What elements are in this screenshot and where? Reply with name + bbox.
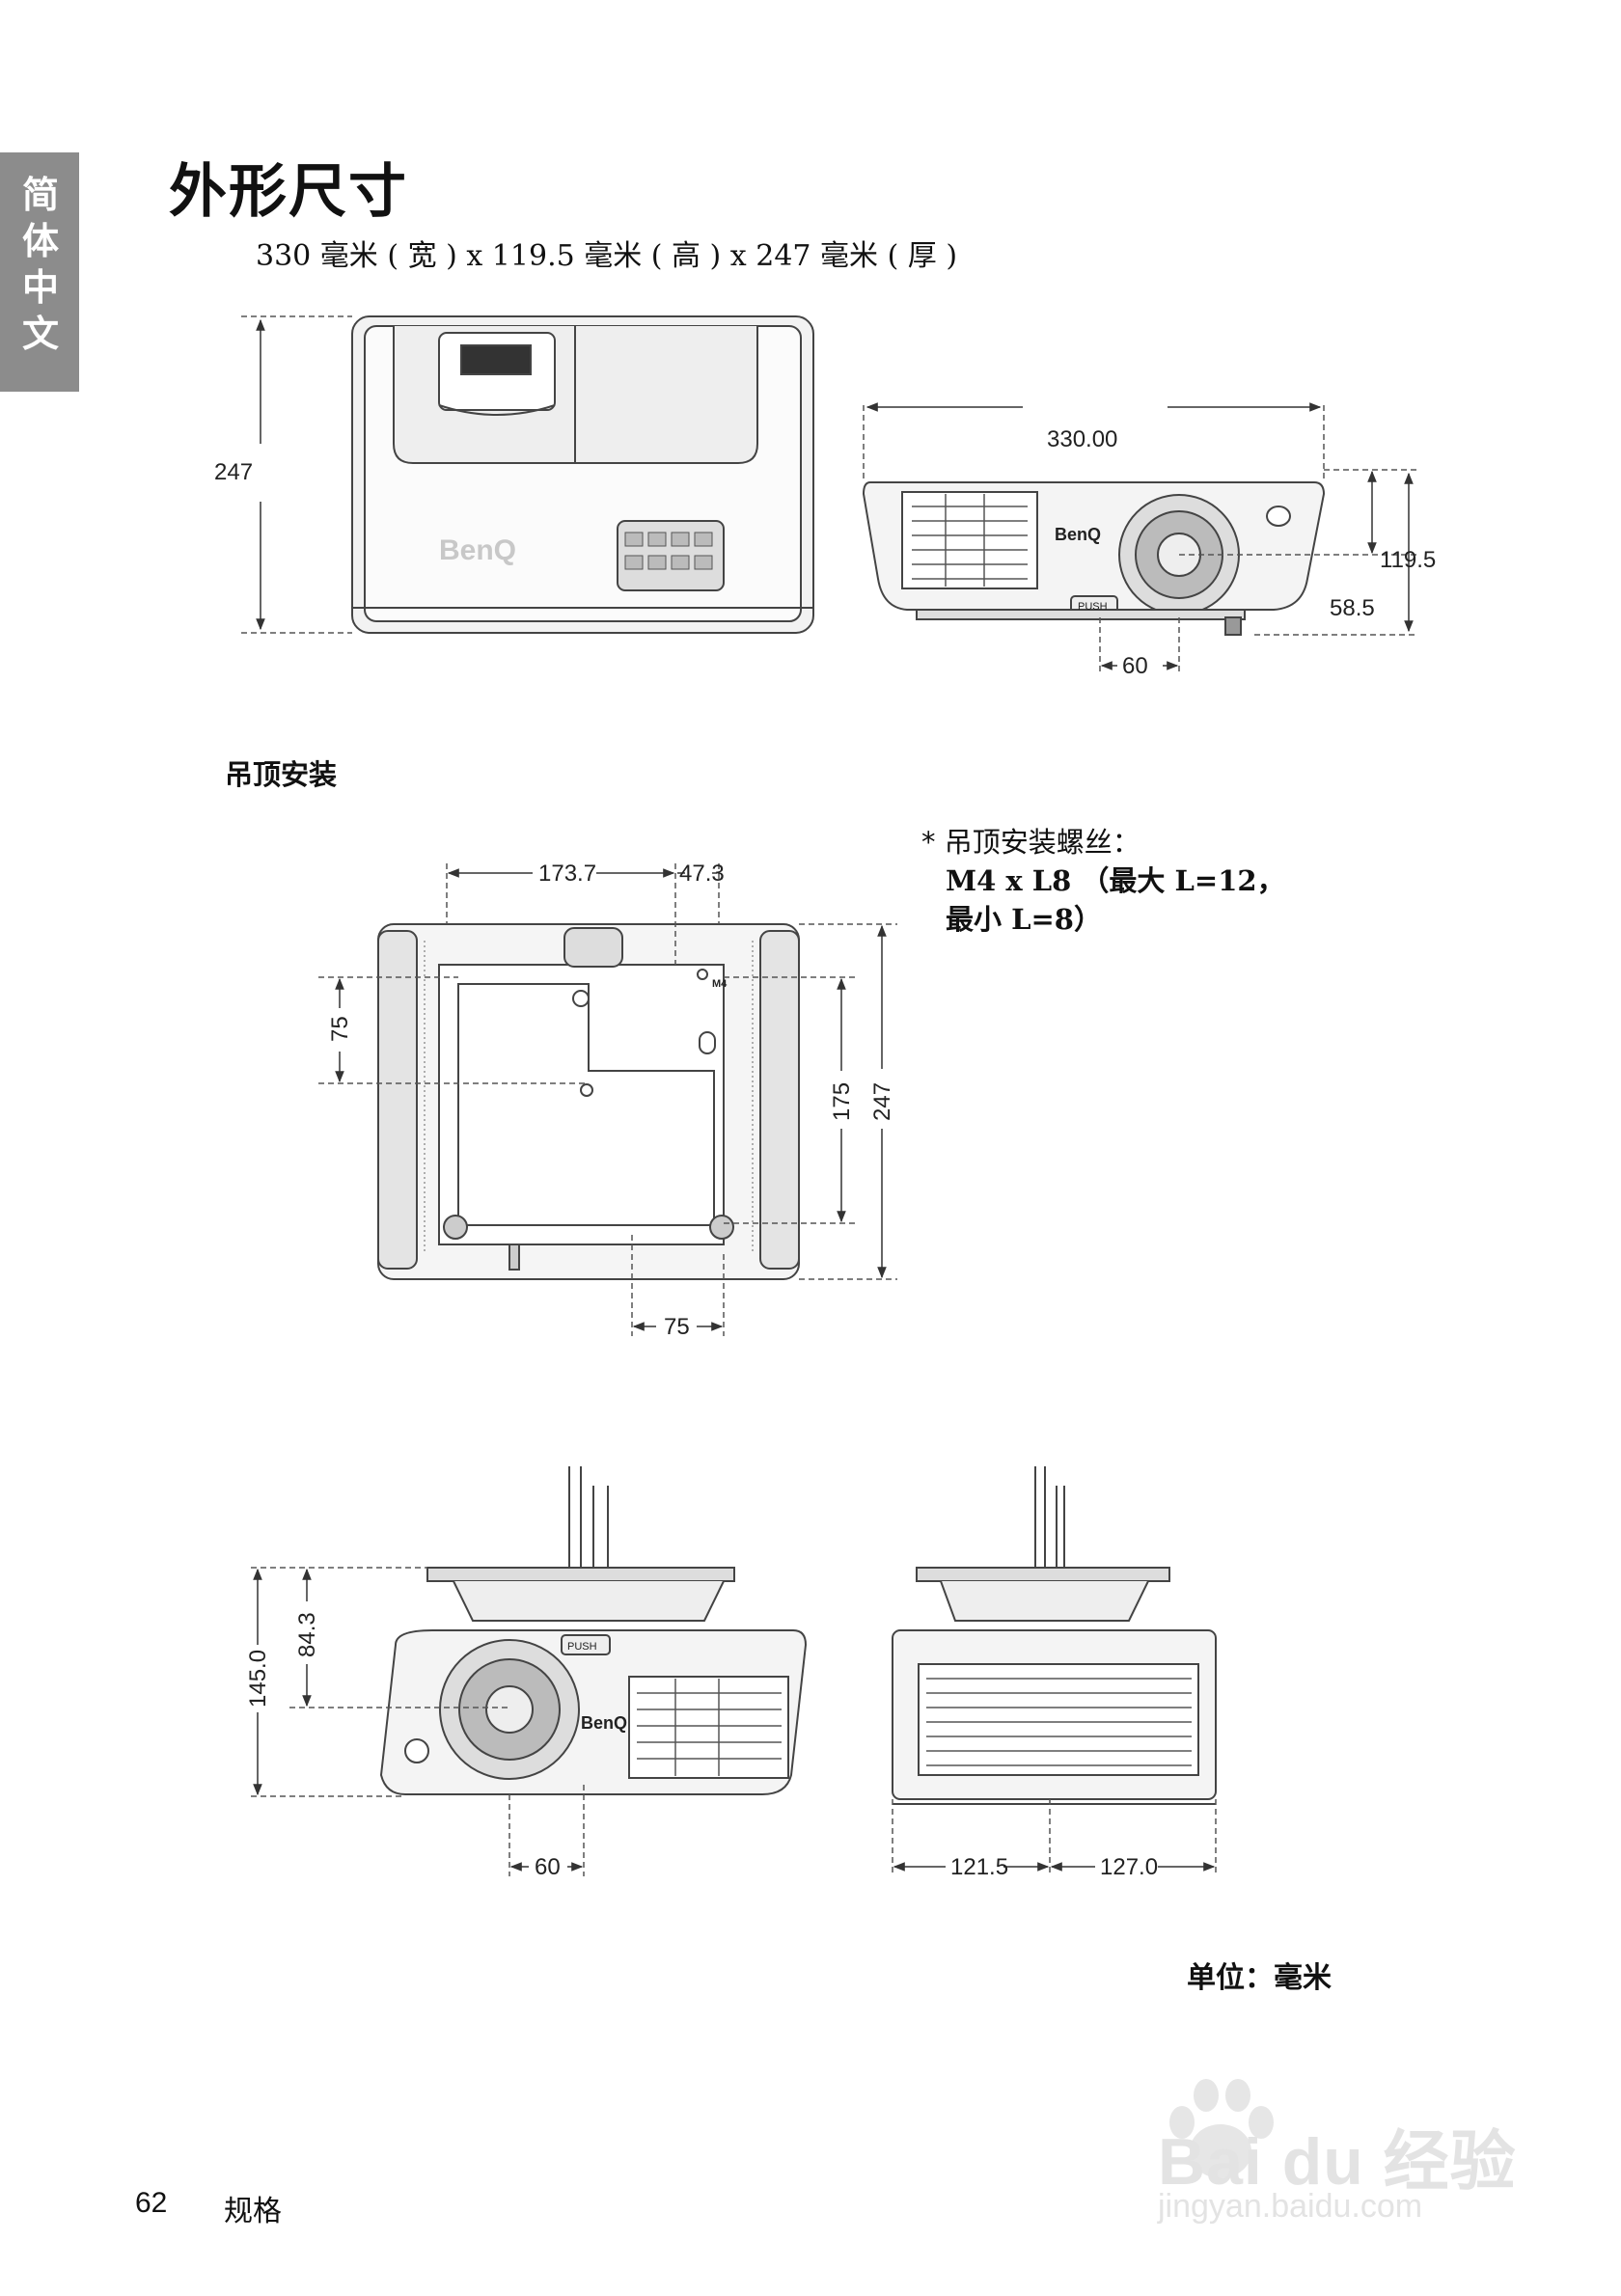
screw-note-line1: * 吊顶安装螺丝： [921, 826, 1140, 859]
mount-side-dim-121-5: 121.5 [950, 1854, 1008, 1880]
screw-note-line2: M4 x L8 （最大 L=12， [946, 864, 1285, 897]
bottom-view-dim-175: 175 [829, 1082, 855, 1121]
mount-front-drawing [379, 1466, 808, 1795]
baidu-paw-icon [1169, 2079, 1274, 2178]
bottom-view-dim-173-7: 173.7 [538, 861, 596, 887]
side-tab-label: 简体中文 [21, 174, 59, 355]
watermark-brand: Bai du 经验 [1158, 2125, 1517, 2199]
mount-front-mount-height-dim: 84.3 [294, 1612, 320, 1657]
page-title: 外形尺寸 [169, 158, 408, 226]
top-view-brand: BenQ [439, 534, 516, 566]
unit-note: 单位：毫米 [1187, 1961, 1332, 1995]
bottom-view-screw-label: M4 [712, 978, 728, 990]
bottom-view-dim-247: 247 [869, 1082, 895, 1121]
footer-section-label: 规格 [224, 2195, 282, 2228]
top-view-depth-dim: 247 [214, 459, 253, 485]
mount-front-brand: BenQ [581, 1713, 627, 1733]
screw-note-line3: 最小 L=8） [946, 903, 1102, 936]
mount-front-push-button: PUSH [567, 1641, 597, 1653]
front-view-height-dim: 119.5 [1380, 547, 1436, 573]
page-number: 62 [135, 2187, 168, 2219]
mount-front-lens-offset-dim: 60 [535, 1854, 561, 1880]
mount-front-total-height-dim: 145.0 [245, 1650, 271, 1708]
screw-note: * 吊顶安装螺丝： M4 x L8 （最大 L=12， 最小 L=8） [921, 823, 1285, 939]
front-view-lens-height-dim: 58.5 [1330, 595, 1375, 621]
front-view-width-dim: 330.00 [1047, 426, 1117, 452]
ceiling-section-heading: 吊顶安装 [225, 758, 338, 791]
mount-side-dim-127-0: 127.0 [1100, 1854, 1158, 1880]
front-view-lens-offset-dim: 60 [1122, 653, 1148, 679]
mount-side-drawing [892, 1466, 1217, 1805]
bottom-view-dim-75-left: 75 [327, 1016, 353, 1042]
watermark-url: jingyan.baidu.com [1158, 2188, 1423, 2225]
front-view-push-button: PUSH [1078, 601, 1108, 613]
top-view-drawing [351, 315, 814, 634]
front-view-brand: BenQ [1055, 525, 1101, 544]
bottom-view-dim-75-bottom: 75 [664, 1314, 690, 1340]
dimensions-line: 330 毫米 ( 宽 ) x 119.5 毫米 ( 高 ) x 247 毫米 (… [256, 239, 958, 273]
bottom-view-drawing [377, 923, 800, 1280]
language-side-tab: 简体中文 [0, 152, 79, 392]
bottom-view-dim-47-3: 47.3 [679, 861, 725, 887]
